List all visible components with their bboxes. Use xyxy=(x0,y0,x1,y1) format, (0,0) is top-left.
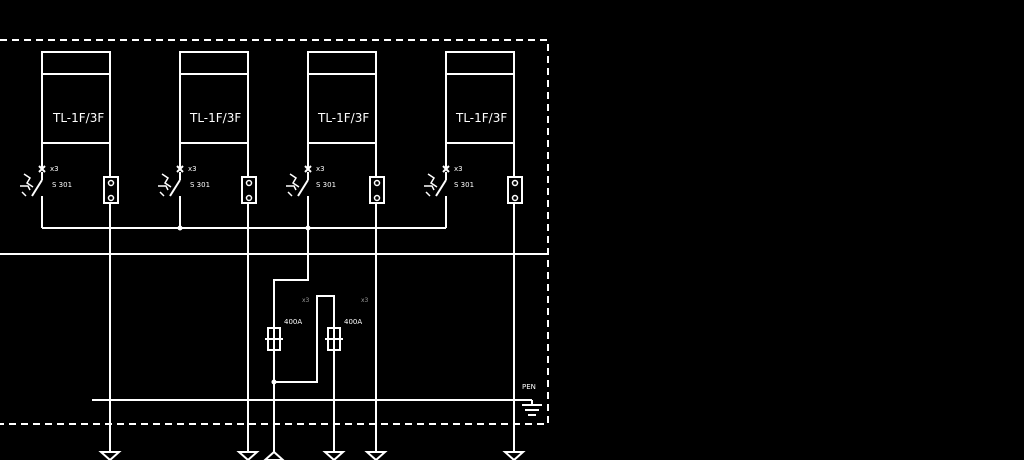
pen-label: PEN xyxy=(522,383,536,391)
module-1: TL-1F/3F x3 S 301 xyxy=(20,51,122,460)
breaker-contact xyxy=(169,179,181,197)
module-label: TL-1F/3F xyxy=(455,111,507,125)
disconnector-contact xyxy=(107,194,115,202)
module-3: TL-1F/3F x3 S 301 xyxy=(286,51,388,460)
breaker-multiplier: x3 xyxy=(188,165,197,173)
supply-feed xyxy=(273,228,309,452)
fuse-rating: 400A xyxy=(344,318,362,326)
module-label: TL-1F/3F xyxy=(189,111,241,125)
breaker-actuator-icon xyxy=(158,173,172,197)
fuse-multiplier: x3 xyxy=(302,297,310,304)
output-arrow-icon xyxy=(322,451,346,460)
breaker-actuator-icon xyxy=(424,173,438,197)
module-box xyxy=(41,51,111,144)
ground-icon xyxy=(522,404,542,416)
disconnector-contact xyxy=(373,179,381,187)
module-2: TL-1F/3F x3 S 301 xyxy=(158,51,260,460)
disconnector-contact xyxy=(373,194,381,202)
breaker-contact xyxy=(435,179,447,197)
fuse-branch xyxy=(274,295,335,452)
breaker-x-icon xyxy=(176,165,184,173)
disconnector-contact xyxy=(511,194,519,202)
module-4: TL-1F/3F x3 S 301 xyxy=(424,51,526,460)
module-label: TL-1F/3F xyxy=(317,111,369,125)
output-arrow-icon xyxy=(236,451,260,460)
breaker-x-icon xyxy=(304,165,312,173)
module-box xyxy=(307,51,377,144)
breaker-x-icon xyxy=(442,165,450,173)
breaker-actuator-icon xyxy=(286,173,300,197)
breaker-multiplier: x3 xyxy=(50,165,59,173)
module-box xyxy=(179,51,249,144)
breaker-actuator-icon xyxy=(20,173,34,197)
breaker-multiplier: x3 xyxy=(454,165,463,173)
disconnector-contact xyxy=(245,194,253,202)
fuse-rating: 400A xyxy=(284,318,302,326)
breaker-type: S 301 xyxy=(316,181,336,189)
module-box xyxy=(445,51,515,144)
breaker-type: S 301 xyxy=(52,181,72,189)
output-arrow-icon xyxy=(502,451,526,460)
output-arrow-icon xyxy=(98,451,122,460)
supply-input-arrow-icon xyxy=(263,450,285,460)
breaker-x-icon xyxy=(38,165,46,173)
disconnector-contact xyxy=(511,179,519,187)
breaker-contact xyxy=(31,179,43,197)
breaker-type: S 301 xyxy=(454,181,474,189)
breaker-type: S 301 xyxy=(190,181,210,189)
breaker-multiplier: x3 xyxy=(316,165,325,173)
output-arrow-icon xyxy=(364,451,388,460)
fuse-multiplier: x3 xyxy=(361,297,369,304)
disconnector-contact xyxy=(245,179,253,187)
disconnector-contact xyxy=(107,179,115,187)
breaker-contact xyxy=(297,179,309,197)
module-label: TL-1F/3F xyxy=(52,111,104,125)
supply-section: 400A x3 400A x3 xyxy=(263,228,369,460)
